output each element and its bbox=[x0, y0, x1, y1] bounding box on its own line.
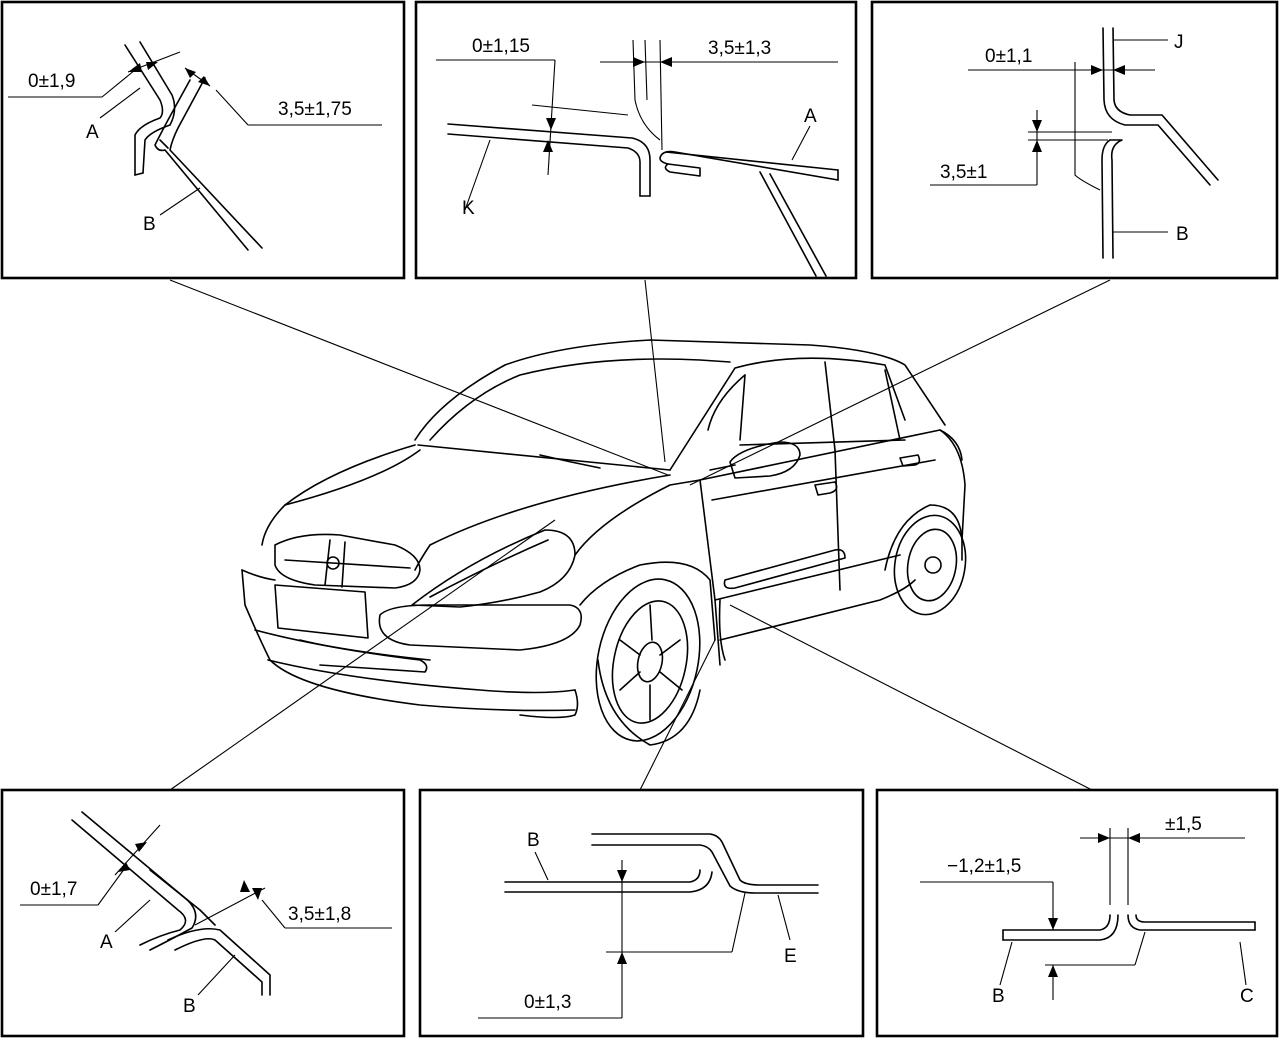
part-label: B bbox=[143, 214, 156, 235]
dimension-label: 0±1,15 bbox=[472, 36, 530, 57]
dimension-label: 0±1,1 bbox=[985, 46, 1032, 67]
part-label: C bbox=[1240, 986, 1254, 1007]
detail-panel-top-left: 0±1,9 3,5±1,75 A B bbox=[0, 0, 406, 280]
dimension-label: 3,5±1,8 bbox=[288, 904, 351, 925]
detail-panel-bottom-left: 0±1,7 3,5±1,8 A B bbox=[0, 788, 406, 1038]
dimension-label: 3,5±1,3 bbox=[708, 38, 771, 59]
dimension-label: 0±1,3 bbox=[524, 992, 571, 1013]
dimension-label: 3,5±1,75 bbox=[278, 99, 352, 120]
dimension-label: −1,2±1,5 bbox=[947, 856, 1021, 877]
part-label: J bbox=[1174, 32, 1184, 53]
dimension-label: 3,5±1 bbox=[940, 162, 987, 183]
detail-panel-top-right: 0±1,1 3,5±1 J B bbox=[870, 0, 1279, 280]
part-label: B bbox=[527, 830, 540, 851]
detail-panel-bottom-center: 0±1,3 B E bbox=[418, 788, 865, 1038]
dimension-label: 0±1,7 bbox=[30, 879, 77, 900]
part-label: B bbox=[992, 986, 1005, 1007]
part-label: A bbox=[86, 122, 99, 143]
part-label: B bbox=[1176, 224, 1189, 245]
part-label: A bbox=[804, 106, 817, 127]
detail-panel-top-center: 0±1,15 3,5±1,3 A K bbox=[414, 0, 858, 280]
detail-panel-bottom-right: −1,2±1,5 ±1,5 B C bbox=[875, 788, 1279, 1038]
car-illustration bbox=[241, 339, 967, 746]
part-label: A bbox=[100, 932, 113, 953]
dimension-label: 0±1,9 bbox=[28, 71, 75, 92]
dimension-label: ±1,5 bbox=[1165, 814, 1202, 835]
part-label: B bbox=[183, 996, 196, 1017]
leader-lines bbox=[169, 279, 1111, 791]
part-label: K bbox=[462, 198, 475, 219]
part-label: E bbox=[784, 946, 797, 967]
